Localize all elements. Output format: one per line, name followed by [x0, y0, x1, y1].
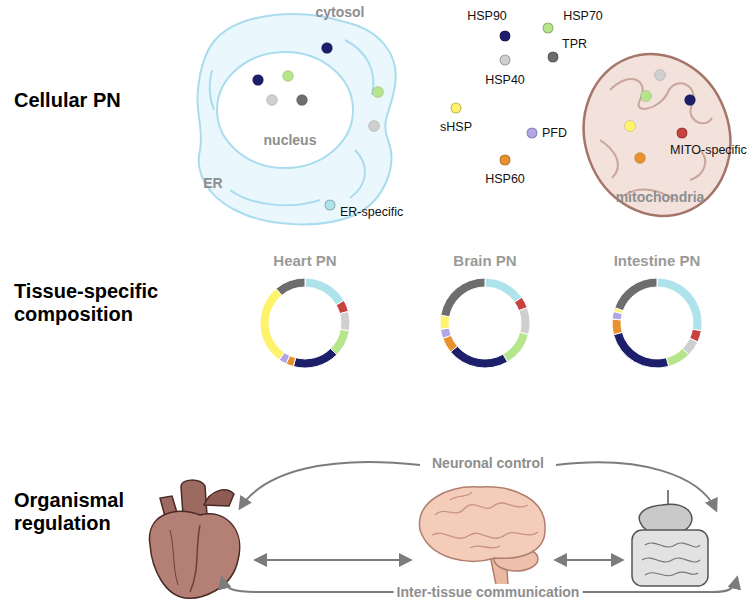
- nucleus-outline: [217, 52, 353, 168]
- legend-label: HSP60: [485, 172, 525, 186]
- donut-chart: Brain PN: [431, 252, 539, 373]
- legend-swatch: [500, 155, 511, 166]
- compartment-label: nucleus: [264, 132, 317, 148]
- legend-label: HSP70: [563, 9, 603, 23]
- legend-label: HSP40: [485, 73, 525, 87]
- donut-ring: [607, 273, 707, 373]
- compartment-label: mitochondria: [616, 189, 705, 205]
- legend-swatch: [677, 128, 688, 139]
- compartment-label: cytosol: [315, 4, 364, 20]
- er-sheets: [210, 40, 374, 205]
- legend-swatch: [451, 103, 462, 114]
- chart-title: Brain PN: [431, 252, 539, 269]
- legend-label: ER-specific: [340, 205, 403, 219]
- legend-label: HSP90: [467, 9, 507, 23]
- legend-label: TPR: [562, 37, 587, 51]
- legend-swatch: [527, 128, 538, 139]
- arrow-label: Inter-tissue communication: [394, 584, 583, 600]
- row-heading: Cellular PN: [14, 89, 179, 112]
- legend-swatch: [500, 55, 511, 66]
- legend-label: sHSP: [440, 120, 472, 134]
- legend-label: PFD: [542, 126, 567, 140]
- er-outline: [197, 14, 395, 224]
- donut-chart: Heart PN: [251, 252, 359, 373]
- legend-swatch: [325, 200, 336, 211]
- chart-title: Heart PN: [251, 252, 359, 269]
- mitochondrion: [561, 33, 748, 236]
- compartment-label: ER: [203, 175, 222, 191]
- regulation-arrows: [222, 462, 737, 592]
- row-heading: Organismal regulation: [14, 489, 179, 535]
- donut-ring: [255, 273, 355, 373]
- brain-illustration: [420, 487, 546, 585]
- legend-swatch: [500, 31, 511, 42]
- heart-illustration: [149, 480, 239, 598]
- protein-dots: [253, 43, 384, 132]
- legend-swatch: [543, 23, 554, 34]
- donut-chart: Intestine PN: [603, 252, 711, 373]
- legend-label: MITO-specific: [670, 143, 747, 157]
- chart-title: Intestine PN: [603, 252, 711, 269]
- donut-ring: [435, 273, 535, 373]
- intestine-illustration: [632, 490, 708, 586]
- arrow-label: Neuronal control: [429, 455, 547, 471]
- legend-swatch: [548, 52, 559, 63]
- row-heading: Tissue-specific composition: [14, 280, 179, 326]
